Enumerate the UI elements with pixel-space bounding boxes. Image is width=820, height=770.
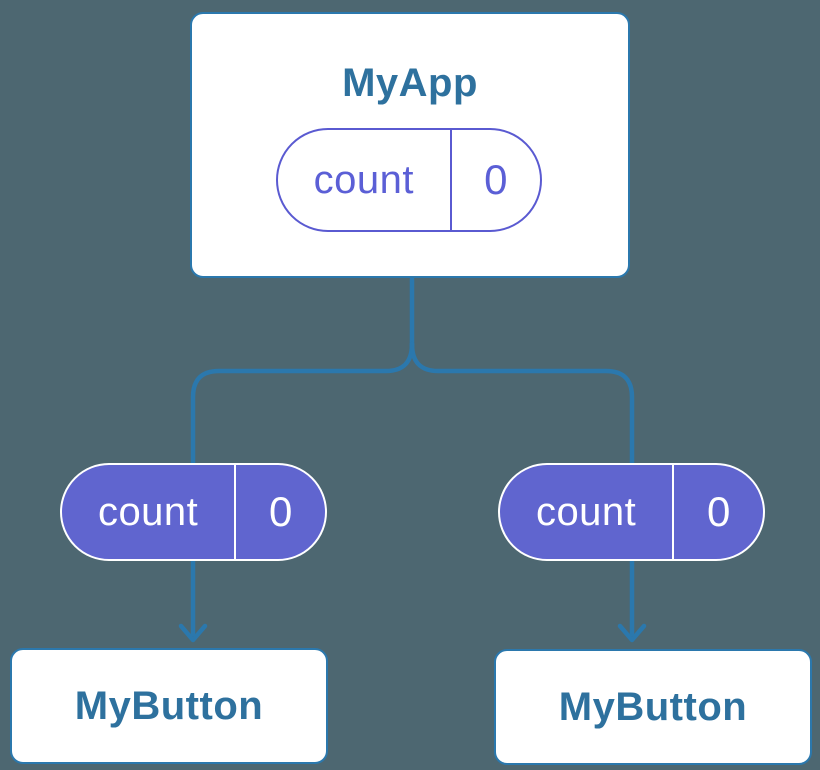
- arrowhead-down-left-icon: [178, 623, 208, 643]
- child-prop-pill-left: count 0: [60, 463, 327, 561]
- child-component-title-right: MyButton: [558, 684, 748, 729]
- child-component-title-left: MyButton: [74, 683, 264, 728]
- prop-value-section-left: 0: [236, 465, 325, 559]
- root-state-pill: count 0: [276, 128, 542, 232]
- arrowhead-down-right-icon: [617, 623, 647, 643]
- connector-branch-right: [409, 341, 635, 637]
- prop-name-section-right: count: [500, 465, 675, 559]
- connector-branch-left: [190, 341, 415, 637]
- state-value-label: 0: [484, 156, 508, 203]
- child-component-card-right: MyButton: [494, 649, 812, 765]
- prop-value-label-right: 0: [706, 488, 731, 535]
- child-prop-pill-right: count 0: [498, 463, 765, 561]
- prop-name-label-left: count: [97, 489, 199, 534]
- prop-value-label-left: 0: [268, 488, 293, 535]
- prop-name-section-left: count: [62, 465, 237, 559]
- state-name-label: count: [313, 157, 414, 202]
- prop-name-label-right: count: [535, 489, 637, 534]
- state-name-section: count: [278, 130, 452, 230]
- child-component-card-left: MyButton: [10, 648, 328, 764]
- state-value-section: 0: [452, 130, 540, 230]
- root-component-title: MyApp: [342, 61, 478, 105]
- prop-value-section-right: 0: [674, 465, 763, 559]
